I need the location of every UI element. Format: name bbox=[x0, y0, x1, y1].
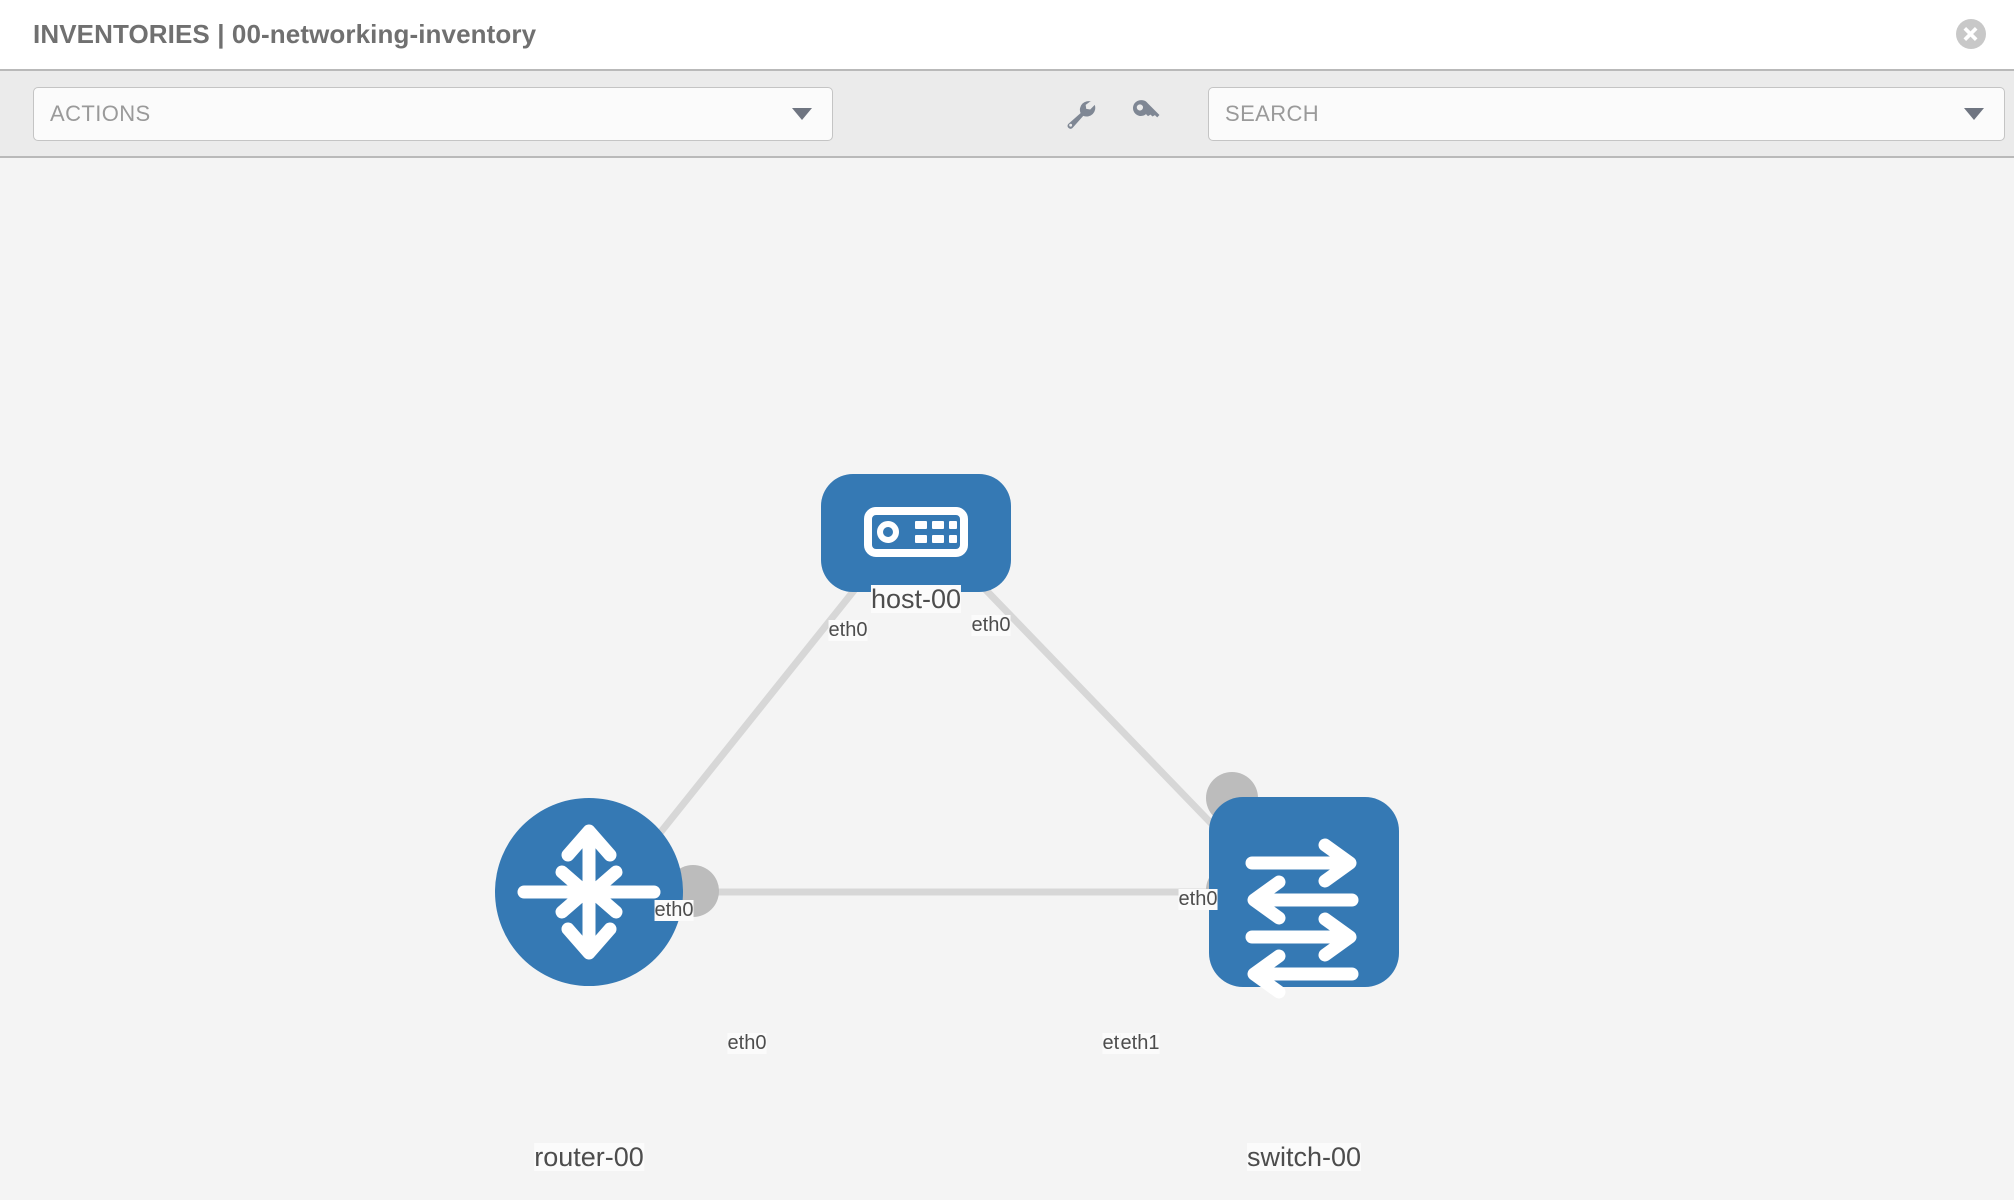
node-host-00[interactable] bbox=[821, 474, 1011, 592]
iface-label: eth0 bbox=[1178, 888, 1218, 910]
link-host-switch bbox=[951, 554, 1239, 852]
actions-dropdown-label: ACTIONS bbox=[50, 100, 151, 126]
topology-graph bbox=[495, 474, 1399, 999]
key-icon[interactable] bbox=[1124, 92, 1168, 136]
search-placeholder: SEARCH bbox=[1225, 100, 1320, 126]
page-title: INVENTORIES | 00-networking-inventory bbox=[33, 19, 537, 49]
switch-arrows-icon bbox=[1245, 838, 1359, 999]
node-label-switch: switch-00 bbox=[1246, 1142, 1362, 1172]
toolbar: ACTIONS SEARCH bbox=[0, 69, 2014, 158]
server-icon bbox=[864, 507, 968, 557]
iface-label: eth0 bbox=[971, 614, 1011, 636]
node-label-host: host-00 bbox=[870, 584, 962, 614]
link-host-router bbox=[636, 554, 884, 862]
actions-dropdown[interactable]: ACTIONS bbox=[33, 86, 833, 141]
search-input[interactable]: SEARCH bbox=[1208, 86, 2005, 141]
iface-label: eth1 bbox=[1120, 1032, 1160, 1054]
page-header: INVENTORIES | 00-networking-inventory bbox=[0, 0, 2014, 69]
node-label-router: router-00 bbox=[534, 1142, 644, 1172]
close-icon[interactable] bbox=[1956, 19, 1986, 49]
iface-label: eth0 bbox=[727, 1032, 767, 1054]
iface-label: eth0 bbox=[828, 619, 868, 641]
node-router-00[interactable] bbox=[495, 798, 683, 986]
topology-canvas[interactable]: eth0 eth0 eth0 eth0 eth0 eth0 eth1 host-… bbox=[0, 158, 2014, 1200]
node-switch-00[interactable] bbox=[1209, 797, 1399, 999]
chevron-down-icon bbox=[792, 107, 812, 120]
router-arrows-icon bbox=[517, 824, 661, 960]
chevron-down-icon bbox=[1964, 107, 1984, 120]
wrench-icon[interactable] bbox=[1058, 92, 1102, 136]
iface-label: eth0 bbox=[654, 899, 694, 921]
